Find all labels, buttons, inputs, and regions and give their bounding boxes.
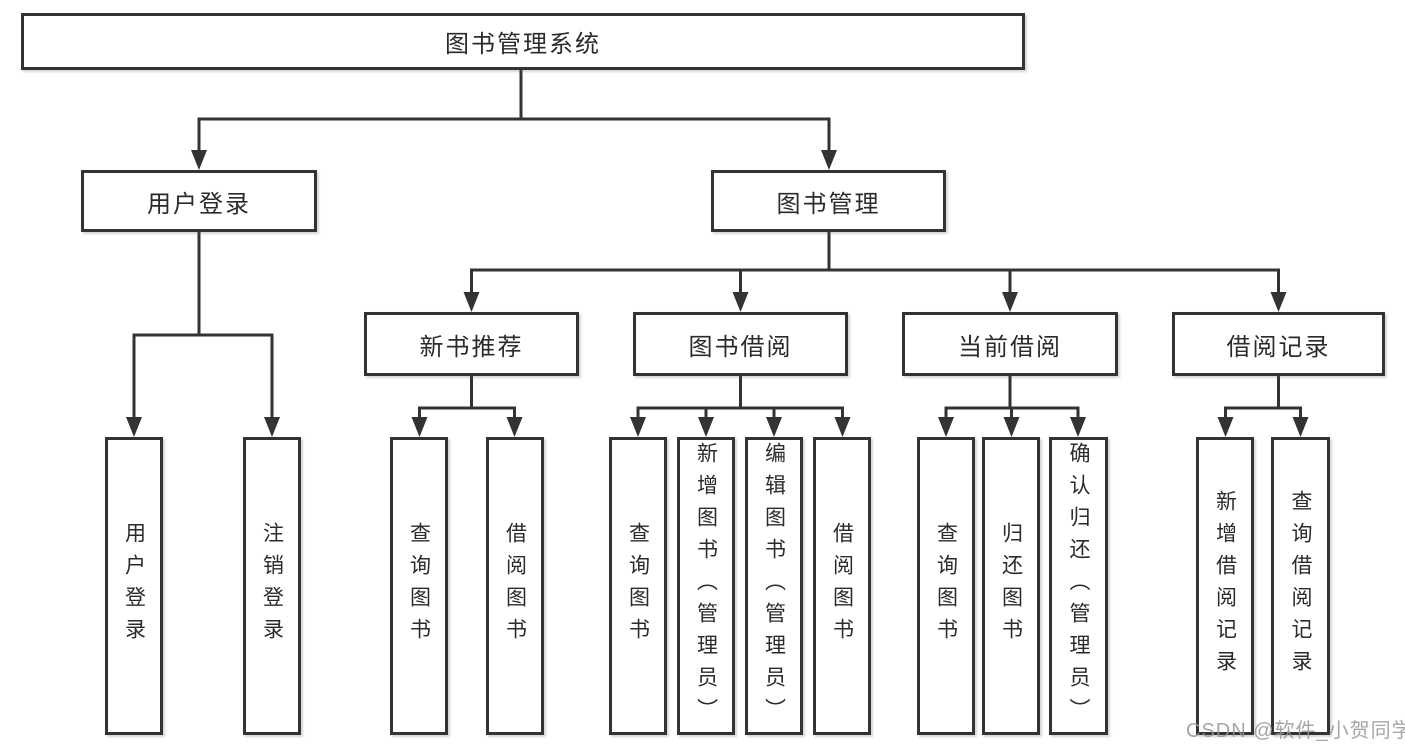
node-library-management-system: 图书管理系统	[21, 13, 1025, 70]
leaf-query-borrow-record: 查询借阅记录	[1271, 437, 1330, 735]
leaf-user-login: 用户登录	[105, 437, 163, 735]
node-book-management: 图书管理	[711, 170, 946, 232]
node-new-book-recommend: 新书推荐	[364, 312, 579, 376]
leaf-add-borrow-record: 新增借阅记录	[1196, 437, 1254, 735]
leaf-logout: 注销登录	[243, 437, 301, 735]
leaf-confirm-return-admin: 确认归还（管理员）	[1049, 437, 1108, 735]
arrowhead-icons	[126, 150, 1309, 437]
node-book-borrow: 图书借阅	[633, 312, 848, 376]
leaf-edit-books-admin: 编辑图书（管理员）	[745, 437, 803, 735]
node-user-login: 用户登录	[81, 170, 317, 232]
leaf-borrow-books-1: 借阅图书	[486, 437, 544, 735]
csdn-watermark: CSDN @软件_小贺同学	[1186, 720, 1405, 742]
leaf-return-books: 归还图书	[982, 437, 1040, 735]
leaf-query-books-2: 查询图书	[609, 437, 667, 735]
leaf-add-books-admin: 新增图书（管理员）	[677, 437, 735, 735]
leaf-query-books-1: 查询图书	[390, 437, 448, 735]
leaf-borrow-books-2: 借阅图书	[813, 437, 871, 735]
node-borrow-records: 借阅记录	[1172, 312, 1385, 376]
node-current-borrow: 当前借阅	[902, 312, 1118, 376]
leaf-query-books-3: 查询图书	[917, 437, 975, 735]
